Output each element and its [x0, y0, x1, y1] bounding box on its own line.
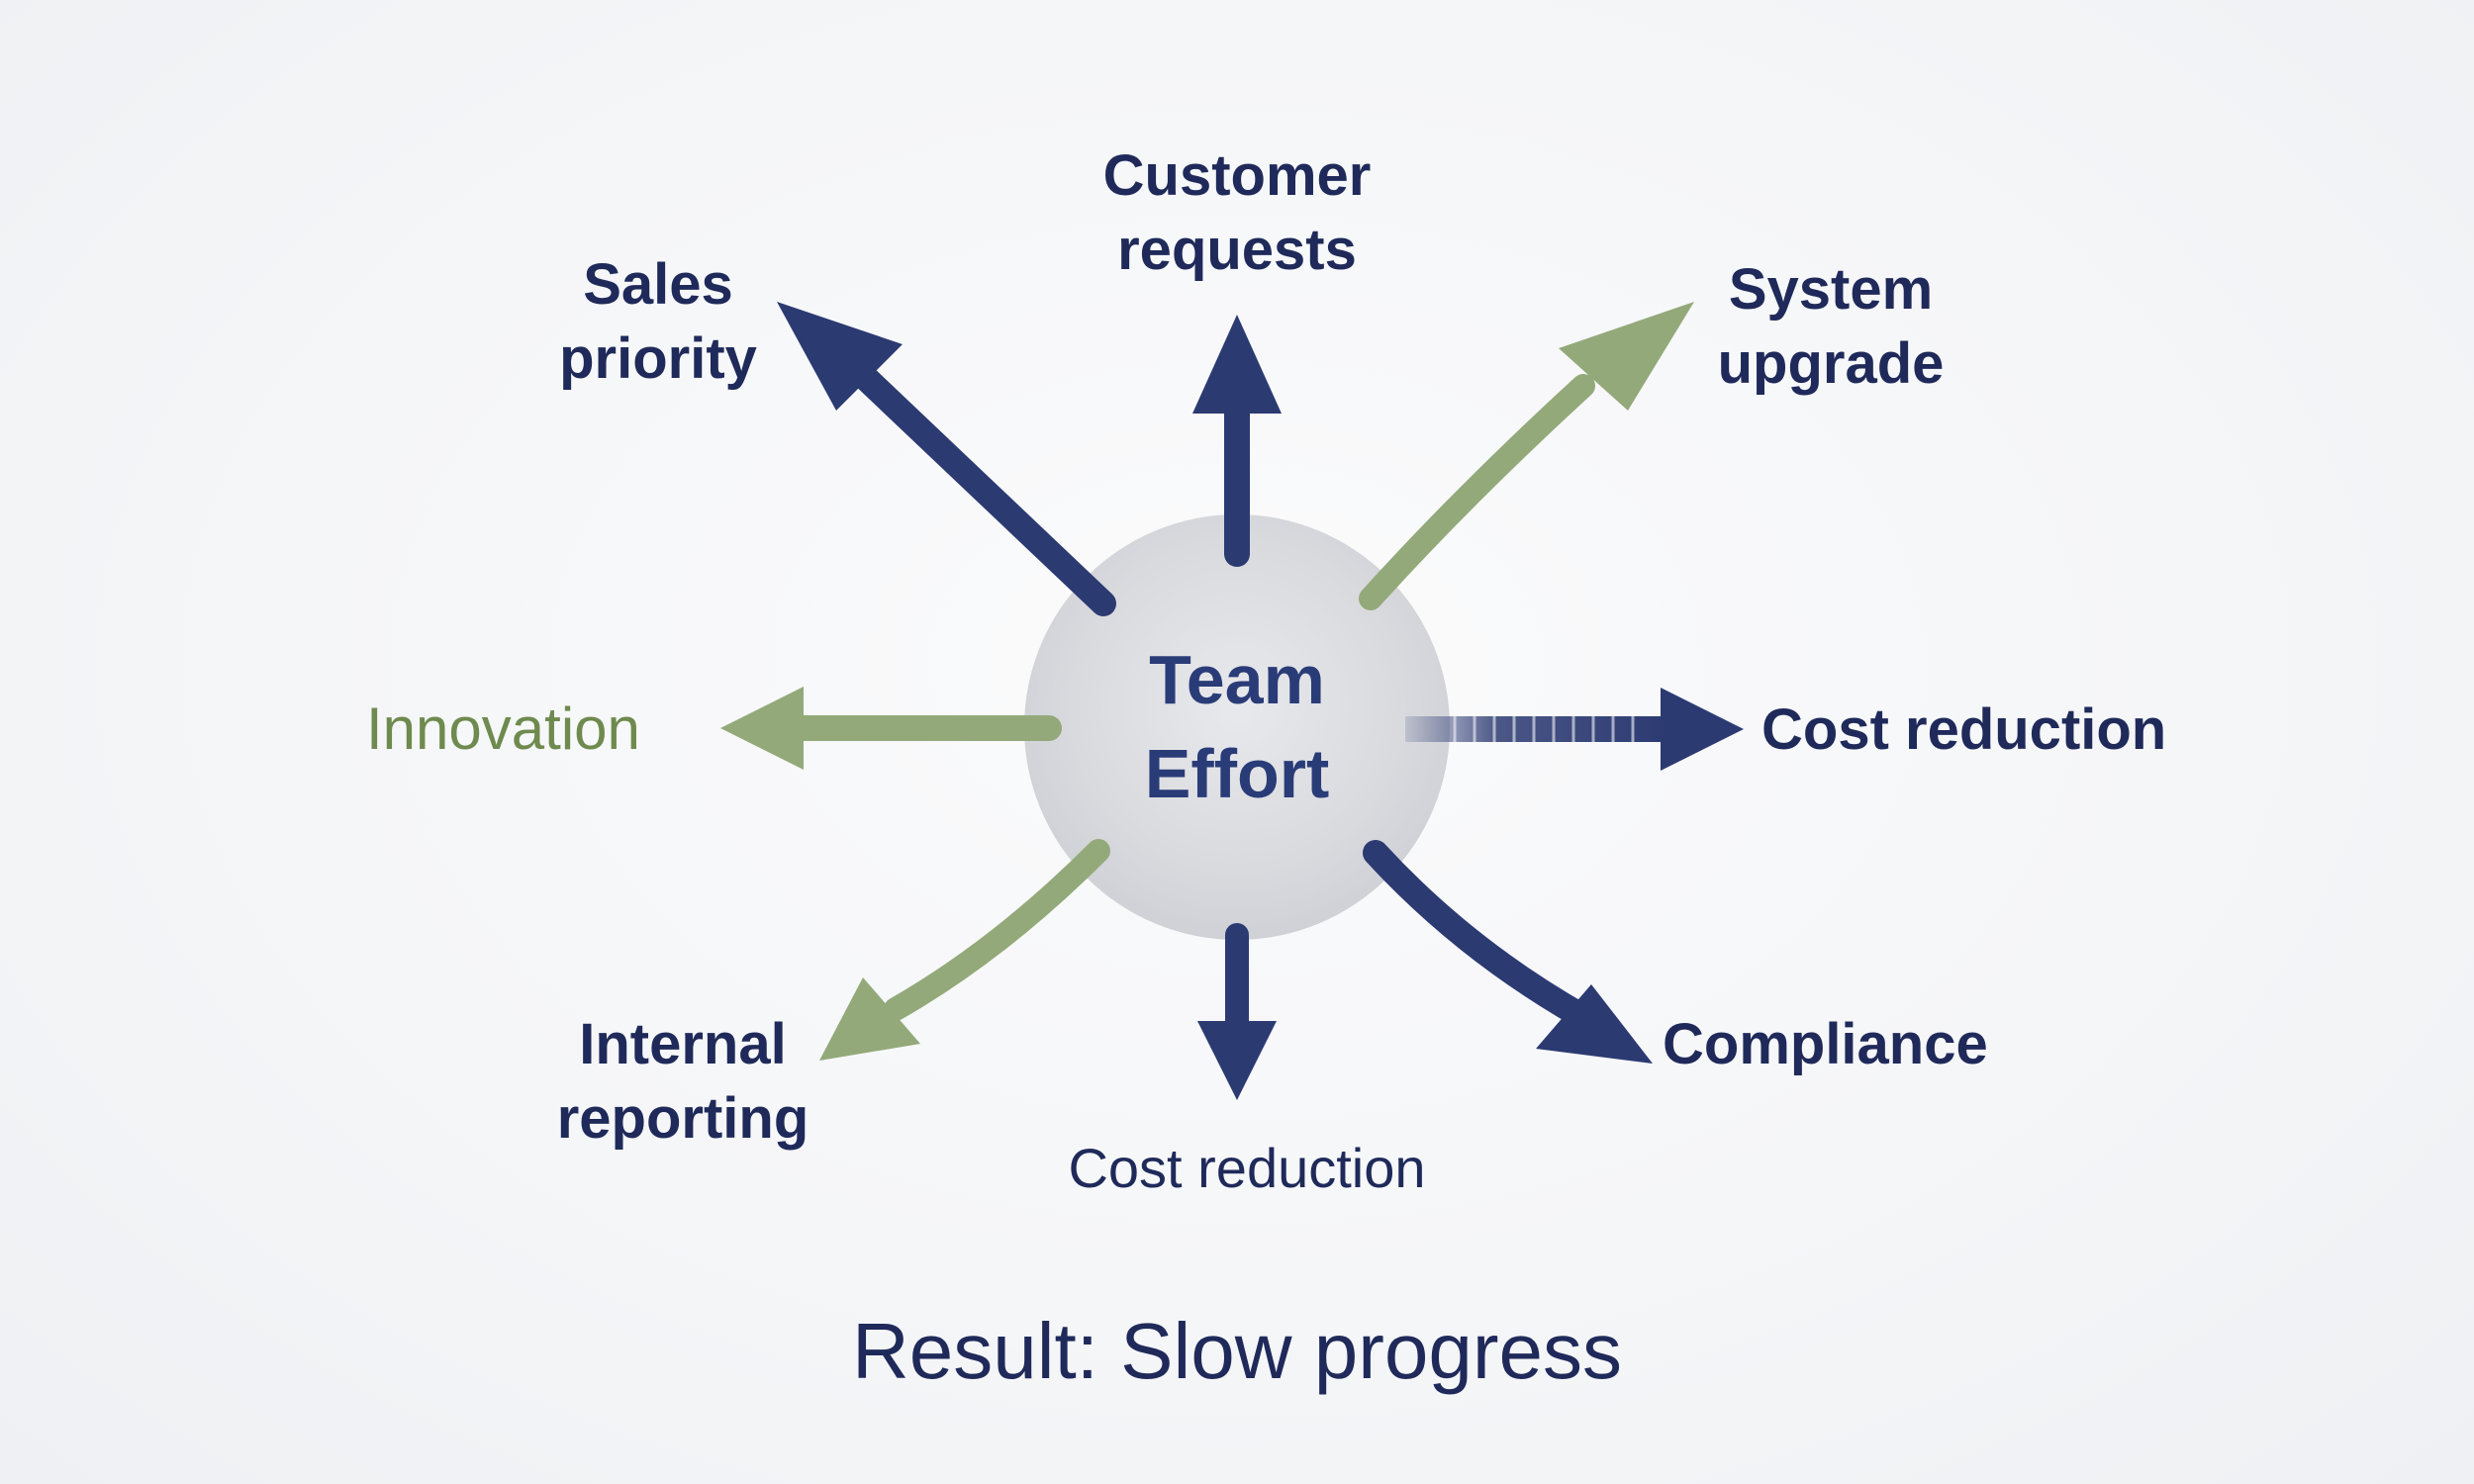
label-compliance: Compliance — [1663, 1012, 1988, 1076]
label-system-upgrade-line-1: System — [1728, 257, 1934, 322]
label-innovation: Innovation — [366, 696, 640, 762]
arrow-system-upgrade — [1359, 302, 1694, 610]
label-internal-reporting: Internal reporting — [515, 1007, 851, 1157]
result-caption: Result: Slow progress — [851, 1307, 1623, 1395]
arrow-compliance — [1363, 840, 1653, 1064]
label-customer-requests-line-1: Customer — [1102, 143, 1372, 208]
label-system-upgrade: System upgrade — [1682, 252, 1979, 402]
label-sales-priority: Sales priority — [515, 247, 802, 397]
team-effort-line-2: Effort — [1144, 734, 1330, 812]
arrow-internal-reporting — [819, 839, 1110, 1061]
team-effort-circle — [1024, 514, 1450, 940]
label-internal-reporting-line-2: reporting — [556, 1086, 809, 1152]
label-sales-priority-line-1: Sales — [583, 252, 733, 317]
team-effort-line-1: Team — [1149, 641, 1325, 718]
arrow-cost-reduction-right — [1405, 688, 1744, 771]
label-internal-reporting-line-1: Internal — [579, 1012, 787, 1076]
label-cost-reduction-right: Cost reduction — [1761, 697, 2167, 762]
arrow-cost-reduction-bottom — [1197, 923, 1277, 1100]
arrow-sales-priority — [777, 302, 1116, 616]
label-system-upgrade-line-2: upgrade — [1717, 331, 1945, 397]
arrow-customer-requests — [1192, 315, 1282, 567]
label-sales-priority-line-2: priority — [559, 326, 757, 392]
label-customer-requests: Customer requests — [1069, 139, 1405, 288]
arrow-innovation — [720, 687, 1062, 770]
label-customer-requests-line-2: requests — [1117, 218, 1357, 283]
label-cost-reduction-bottom: Cost reduction — [1068, 1137, 1426, 1199]
team-effort-label: Team Effort — [1029, 633, 1445, 820]
